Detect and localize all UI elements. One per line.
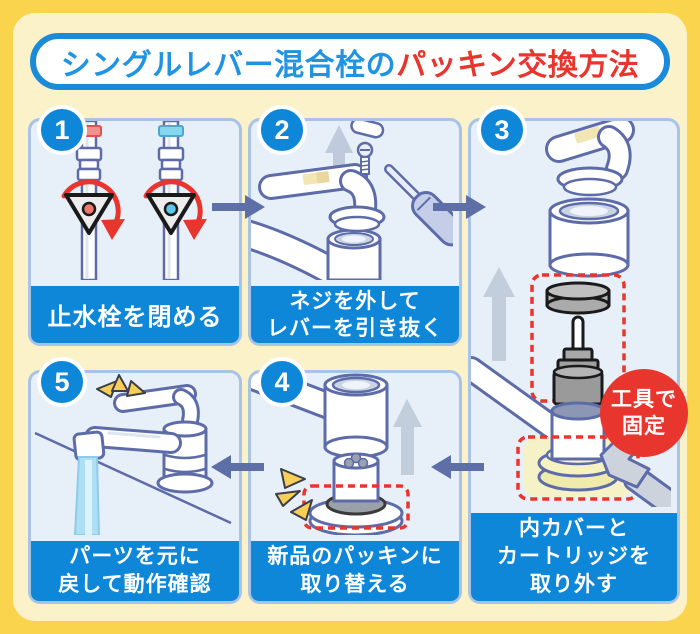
step-caption-1: 止水栓を閉める bbox=[31, 286, 239, 343]
step-badge-5: 5 bbox=[37, 357, 87, 407]
step-panel-3: 内カバーと カートリッジを 取り外す 3 bbox=[468, 105, 680, 604]
arrow-left-icon bbox=[211, 455, 264, 479]
step-number: 1 bbox=[54, 114, 70, 145]
running-faucet-icon bbox=[34, 374, 232, 536]
remove-cover-cartridge-wrench-icon bbox=[471, 121, 677, 536]
step3-illustration bbox=[471, 121, 677, 601]
title-text-red: パッキン交換方法 bbox=[396, 48, 640, 82]
title-text-blue: シングルレバー混合栓の bbox=[60, 48, 397, 82]
remove-lever-screwdriver-icon bbox=[251, 121, 459, 295]
caption-line: 取り替える bbox=[300, 573, 410, 596]
step1-illustration bbox=[31, 121, 239, 343]
step-panel-4: 新品のパッキンに 取り替える 4 bbox=[248, 357, 462, 604]
step-number: 2 bbox=[274, 114, 290, 145]
step-caption-2: ネジを外して レバーを引き抜く bbox=[251, 286, 459, 343]
step-caption-3: 内カバーと カートリッジを 取り外す bbox=[471, 513, 677, 601]
title-banner: シングルレバー混合栓のパッキン交換方法 bbox=[30, 33, 670, 90]
step5-illustration bbox=[31, 373, 239, 601]
step-panel-2: ネジを外して レバーを引き抜く 2 bbox=[248, 105, 462, 346]
step-number: 5 bbox=[54, 366, 70, 397]
step-badge-1: 1 bbox=[37, 105, 87, 155]
step-number: 4 bbox=[274, 366, 290, 397]
step-panel-1: 止水栓を閉める 1 bbox=[28, 105, 242, 346]
caption-line: 内カバーと bbox=[519, 517, 629, 540]
tool-fix-badge: 工具で 固定 bbox=[600, 369, 688, 457]
caption-line: 止水栓を閉める bbox=[47, 304, 223, 331]
arrow-right-icon bbox=[433, 195, 486, 219]
step-caption-5: パーツを元に 戻して動作確認 bbox=[31, 541, 239, 601]
step-number: 3 bbox=[494, 114, 510, 145]
step2-illustration bbox=[251, 121, 459, 343]
step-badge-3: 3 bbox=[477, 105, 527, 155]
tool-badge-line: 工具で bbox=[611, 388, 677, 411]
caption-line: カートリッジを bbox=[497, 545, 651, 568]
step-badge-2: 2 bbox=[257, 105, 307, 155]
caption-line: ネジを外して bbox=[289, 289, 421, 313]
arrow-right-icon bbox=[212, 195, 265, 219]
caption-line: パーツを元に bbox=[69, 545, 201, 568]
step-panel-5: パーツを元に 戻して動作確認 5 bbox=[28, 357, 242, 604]
tool-badge-line: 固定 bbox=[622, 415, 666, 438]
caption-line: 戻して動作確認 bbox=[58, 573, 212, 596]
caption-line: レバーを引き抜く bbox=[267, 316, 443, 340]
step-badge-4: 4 bbox=[257, 357, 307, 407]
caption-line: 取り外す bbox=[530, 573, 618, 596]
caption-line: 新品のパッキンに bbox=[267, 545, 443, 568]
arrow-left-icon bbox=[431, 455, 484, 479]
stop-valve-pipes-icon bbox=[31, 121, 233, 280]
step-caption-4: 新品のパッキンに 取り替える bbox=[251, 541, 459, 601]
